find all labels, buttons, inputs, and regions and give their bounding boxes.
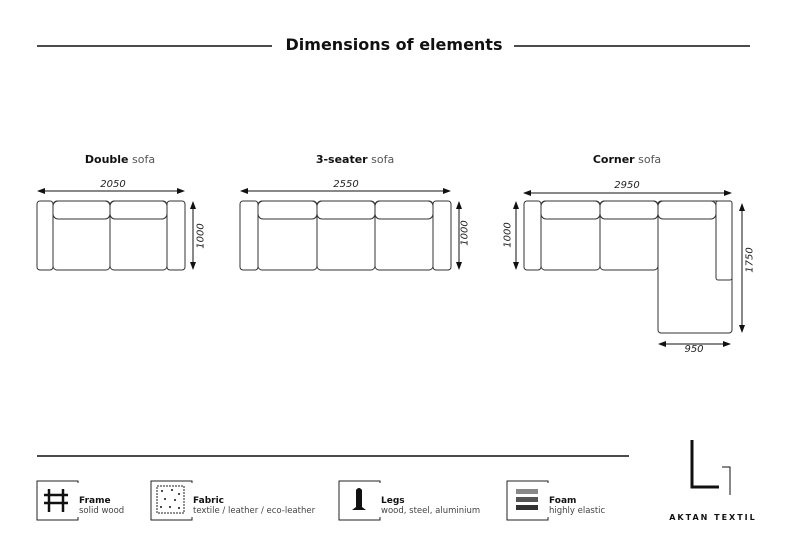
fabric-icon — [150, 480, 193, 521]
legend-title: Legs — [381, 496, 405, 506]
corner-depth-value: 1000 — [502, 222, 514, 248]
legend-desc: highly elastic — [549, 506, 606, 516]
back-cushion — [657, 200, 717, 220]
seat — [599, 200, 659, 271]
seat — [257, 200, 318, 271]
corner-chaise-width-value: 950 — [684, 344, 704, 355]
arm-left — [36, 200, 54, 271]
three-seater-depth-value: 1000 — [459, 220, 471, 246]
back-cushion — [374, 200, 434, 220]
foam-icon — [506, 480, 549, 521]
brand-logo — [690, 440, 731, 495]
three-seater-label: 3-seater sofa — [315, 153, 395, 166]
seat — [109, 200, 168, 271]
back-cushion — [109, 200, 168, 220]
page-title: Dimensions of elements — [0, 35, 788, 54]
corner-sofa-label: Corner sofa — [592, 153, 662, 166]
legs-icon — [338, 480, 381, 521]
arm-right — [432, 200, 452, 271]
back-cushion — [257, 200, 318, 220]
legend-desc: textile / leather / eco-leather — [193, 506, 316, 516]
three-seater-width-value: 2550 — [333, 179, 359, 190]
arm-right — [166, 200, 186, 271]
frame-icon — [36, 480, 79, 521]
corner-sofa-drawing — [513, 190, 745, 347]
brand-name: AKTAN TEXTIL — [669, 513, 757, 522]
legend-desc: solid wood — [79, 506, 125, 516]
corner-width-value: 2950 — [614, 180, 640, 191]
legend-title: Frame — [79, 496, 111, 506]
seat — [540, 200, 601, 271]
arm-right — [715, 200, 733, 281]
double-sofa-label: Double sofa — [84, 153, 156, 166]
arm-left — [239, 200, 259, 271]
double-width-value: 2050 — [100, 179, 126, 190]
seat — [374, 200, 434, 271]
corner-chaise-length-value: 1750 — [744, 247, 756, 273]
back-cushion — [540, 200, 601, 220]
seat — [52, 200, 111, 271]
back-cushion — [52, 200, 111, 220]
three-seater-drawing — [239, 188, 462, 271]
legend-desc: wood, steel, aluminium — [381, 506, 481, 516]
back-cushion — [316, 200, 376, 220]
back-cushion — [599, 200, 659, 220]
arm-left — [523, 200, 542, 271]
double-sofa-drawing — [36, 188, 196, 271]
legend-title: Foam — [549, 496, 577, 506]
seat — [316, 200, 376, 271]
legend-title: Fabric — [193, 496, 224, 506]
double-depth-value: 1000 — [195, 223, 207, 249]
